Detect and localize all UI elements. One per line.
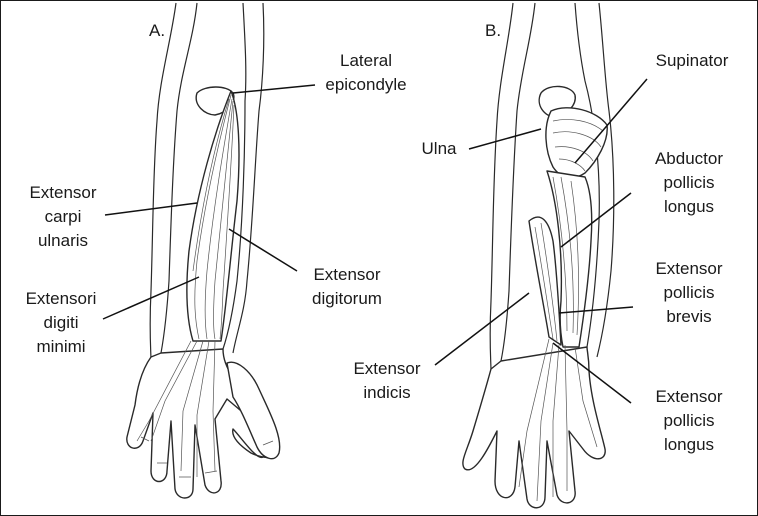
label-line: pollicis: [633, 171, 745, 195]
label-lateral-epicondyle: Lateral epicondyle: [311, 49, 421, 97]
label-line: Extensori: [13, 287, 109, 311]
label-extensor-pollicis-longus: Extensor pollicis longus: [633, 385, 745, 457]
label-line: pollicis: [633, 409, 745, 433]
label-extensor-carpi-ulnaris: Extensor carpi ulnaris: [15, 181, 111, 253]
label-line: carpi: [15, 205, 111, 229]
label-line: Lateral: [311, 49, 421, 73]
leader-ulna: [469, 129, 541, 149]
leader-extensor-indicis: [435, 293, 529, 365]
label-extensor-digitorum: Extensor digitorum: [295, 263, 399, 311]
label-supinator: Supinator: [637, 49, 747, 73]
label-line: Extensor: [633, 257, 745, 281]
panel-label-a: A.: [149, 19, 165, 43]
label-line: Abductor: [633, 147, 745, 171]
panel-label-b: B.: [485, 19, 501, 43]
label-line: digitorum: [295, 287, 399, 311]
label-line: indicis: [339, 381, 435, 405]
label-line: digiti: [13, 311, 109, 335]
label-line: epicondyle: [311, 73, 421, 97]
forearm-b: [463, 3, 614, 508]
label-line: Ulna: [411, 137, 467, 161]
forearm-a: [127, 3, 280, 498]
label-line: brevis: [633, 305, 745, 329]
label-line: ulnaris: [15, 229, 111, 253]
label-extensor-indicis: Extensor indicis: [339, 357, 435, 405]
label-line: Supinator: [637, 49, 747, 73]
label-ulna: Ulna: [411, 137, 467, 161]
label-line: Extensor: [15, 181, 111, 205]
label-abductor-pollicis-longus: Abductor pollicis longus: [633, 147, 745, 219]
label-line: minimi: [13, 335, 109, 359]
label-line: Extensor: [633, 385, 745, 409]
label-extensor-digiti-minimi: Extensori digiti minimi: [13, 287, 109, 359]
label-line: Extensor: [339, 357, 435, 381]
leader-extensor-carpi-ulnaris: [105, 203, 197, 215]
label-line: pollicis: [633, 281, 745, 305]
label-line: longus: [633, 195, 745, 219]
label-line: longus: [633, 433, 745, 457]
label-line: Extensor: [295, 263, 399, 287]
label-extensor-pollicis-brevis: Extensor pollicis brevis: [633, 257, 745, 329]
